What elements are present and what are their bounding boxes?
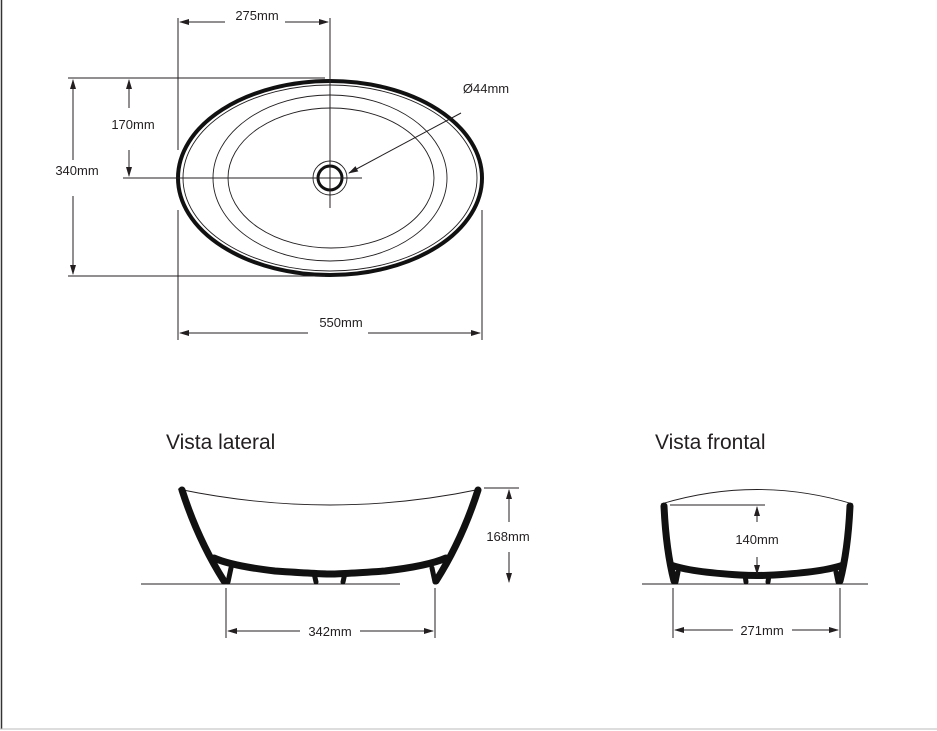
dim-drain-label: Ø44mm [463,81,509,96]
dim-length-label: 550mm [319,315,362,330]
basin-right-wall [432,486,482,585]
basin-rim-profile [660,489,854,505]
dim-height-label: 168mm [486,529,529,544]
side-view: Vista lateral 168mm 342mm [141,431,530,639]
dim-base-label: 271mm [740,623,783,638]
basin-left-wall [178,486,228,585]
side-view-title: Vista lateral [166,431,275,454]
dim-half-width-label: 170mm [111,117,154,132]
front-view-title: Vista frontal [655,431,766,454]
top-view: 275mm 340mm 170mm 550mm Ø44mm [55,8,509,340]
dim-base-label: 342mm [308,624,351,639]
dim-width-label: 340mm [55,163,98,178]
basin-rim-profile [177,488,482,506]
basin-bottom [210,554,450,578]
dim-inner-depth-label: 140mm [735,532,778,547]
basin-left-wall [660,502,678,585]
basin-bottom [667,561,847,579]
basin-feet [225,565,438,585]
front-view: Vista frontal 140mm 271mm [642,431,868,638]
drain-leader-arrow [348,112,462,174]
basin-right-wall [836,502,854,585]
basin-feet [673,569,841,585]
dim-half-length-label: 275mm [235,8,278,23]
